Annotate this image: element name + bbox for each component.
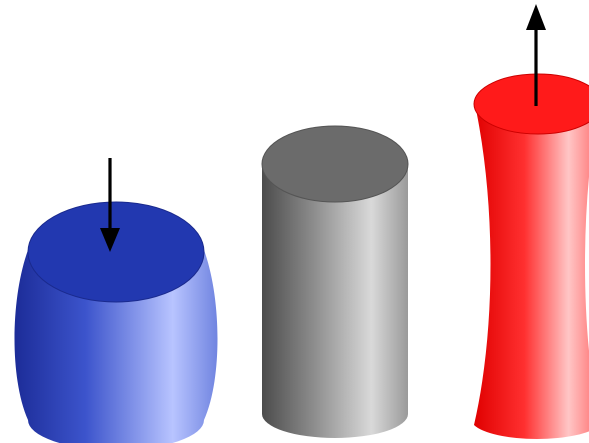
neutral-cylinder xyxy=(262,126,408,438)
stretched-cylinder xyxy=(474,74,589,439)
neutral-cylinder-body xyxy=(262,164,408,438)
compressed-cylinder-top xyxy=(28,202,204,302)
stretched-cylinder-body xyxy=(474,100,589,439)
compressed-cylinder xyxy=(15,202,218,443)
